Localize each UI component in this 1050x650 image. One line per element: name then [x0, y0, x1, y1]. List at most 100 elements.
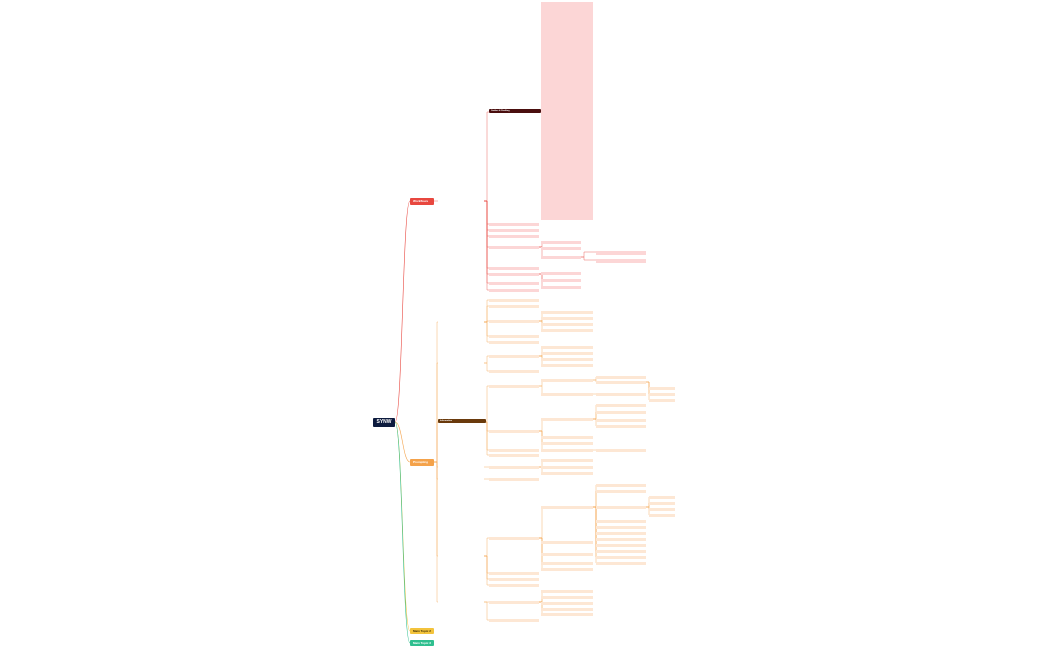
- prompting-level3-node[interactable]: [541, 358, 593, 361]
- prompting-level3-node[interactable]: [541, 472, 593, 475]
- prompting-level4-node[interactable]: [596, 484, 646, 487]
- workflow-child-node[interactable]: [489, 235, 539, 238]
- prompting-level2-node[interactable]: [489, 619, 539, 622]
- workflow-leaf-node[interactable]: [596, 259, 646, 263]
- prompting-child-node[interactable]: [438, 478, 484, 481]
- workflow-sub-bar[interactable]: Guides & Drafting: [489, 109, 541, 113]
- prompting-level4-node[interactable]: [596, 526, 646, 529]
- prompting-level2-node[interactable]: [489, 578, 539, 581]
- prompting-level2-node[interactable]: [489, 341, 539, 344]
- workflow-child-node[interactable]: [489, 267, 539, 270]
- workflow-grandchild-node[interactable]: [541, 256, 581, 259]
- prompting-child-node[interactable]: [438, 601, 484, 604]
- prompting-level2-node[interactable]: [489, 320, 539, 323]
- prompting-level3-node[interactable]: [541, 311, 593, 314]
- prompting-level3-node[interactable]: [541, 541, 593, 544]
- prompting-level2-node[interactable]: [489, 584, 539, 587]
- main-topic-3[interactable]: Main Topic 3: [410, 640, 434, 646]
- prompting-child-node[interactable]: [438, 466, 484, 469]
- workflow-leaf-node[interactable]: [596, 251, 646, 255]
- prompting-level4-node[interactable]: [596, 425, 646, 428]
- prompting-level4-node[interactable]: [596, 550, 646, 553]
- prompting-level2-node[interactable]: [489, 299, 539, 302]
- prompting-level3-node[interactable]: [541, 418, 593, 421]
- prompting-level4-node[interactable]: [596, 411, 646, 414]
- prompting-level3-node[interactable]: [541, 317, 593, 320]
- workflow-child-node[interactable]: [489, 223, 539, 226]
- prompting-level5-node[interactable]: [649, 514, 675, 517]
- workflow-child-node[interactable]: [489, 229, 539, 232]
- prompting-level2-node[interactable]: [489, 430, 539, 433]
- prompting-level3-node[interactable]: [541, 459, 593, 462]
- prompting-level4-node[interactable]: [596, 376, 646, 379]
- prompting-level5-node[interactable]: [649, 502, 675, 505]
- prompting-level4-node[interactable]: [596, 506, 646, 509]
- prompting-level2-node[interactable]: [489, 335, 539, 338]
- prompting-level2-node[interactable]: [489, 370, 539, 373]
- prompting-level4-node[interactable]: [596, 490, 646, 493]
- prompting-level5-node[interactable]: [649, 496, 675, 499]
- prompting-level3-node[interactable]: [541, 553, 593, 556]
- prompting-level4-node[interactable]: [596, 556, 646, 559]
- workflow-grandchild-node[interactable]: [541, 279, 581, 282]
- workflow-grandchild-node[interactable]: [541, 247, 581, 250]
- prompting-level3-node[interactable]: [541, 352, 593, 355]
- prompting-level4-node[interactable]: [596, 381, 646, 384]
- prompting-level2-node[interactable]: [489, 385, 539, 388]
- prompting-level3-node[interactable]: [541, 329, 593, 332]
- prompting-level5-node[interactable]: [649, 393, 675, 396]
- main-topic-2[interactable]: Main Topic 2: [410, 628, 434, 634]
- prompting-level2-node[interactable]: [489, 449, 539, 452]
- prompting-level2-node[interactable]: [489, 478, 539, 481]
- workflow-child-node[interactable]: [489, 282, 539, 285]
- workflow-node[interactable]: [438, 199, 484, 202]
- prompting-level3-node[interactable]: [541, 346, 593, 349]
- prompting-level3-node[interactable]: [541, 608, 593, 611]
- prompting-level5-node[interactable]: [649, 387, 675, 390]
- prompting-child-node[interactable]: [438, 321, 484, 324]
- main-topic-workflows[interactable]: Workflows: [410, 198, 434, 205]
- prompting-level4-node[interactable]: [596, 562, 646, 565]
- prompting-level2-node[interactable]: [489, 454, 539, 457]
- prompting-level3-node[interactable]: [541, 602, 593, 605]
- prompting-level2-node[interactable]: [489, 537, 539, 540]
- workflow-grandchild-node[interactable]: [541, 286, 581, 289]
- workflow-child-node[interactable]: [489, 289, 539, 292]
- workflow-grandchild-node[interactable]: [541, 272, 581, 275]
- prompting-child-node[interactable]: [438, 555, 484, 558]
- prompting-level5-node[interactable]: [649, 399, 675, 402]
- prompting-level4-node[interactable]: [596, 532, 646, 535]
- workflow-grandchild-node[interactable]: [541, 241, 581, 244]
- prompting-level4-node[interactable]: [596, 538, 646, 541]
- prompting-level4-node[interactable]: [596, 449, 646, 452]
- prompting-sub-bar[interactable]: Information: [438, 419, 486, 423]
- prompting-level3-node[interactable]: [541, 596, 593, 599]
- prompting-level5-node[interactable]: [649, 508, 675, 511]
- prompting-level4-node[interactable]: [596, 544, 646, 547]
- prompting-level2-node[interactable]: [489, 601, 539, 604]
- workflow-child-node[interactable]: [489, 273, 539, 276]
- prompting-level3-node[interactable]: [541, 436, 593, 439]
- prompting-level3-node[interactable]: [541, 590, 593, 593]
- prompting-level3-node[interactable]: [541, 393, 593, 396]
- prompting-level3-node[interactable]: [541, 379, 593, 382]
- prompting-level3-node[interactable]: [541, 449, 593, 452]
- prompting-level2-node[interactable]: [489, 572, 539, 575]
- prompting-level3-node[interactable]: [541, 613, 593, 616]
- prompting-level4-node[interactable]: [596, 419, 646, 422]
- prompting-level2-node[interactable]: [489, 305, 539, 308]
- main-topic-prompting[interactable]: Prompting: [410, 459, 434, 466]
- prompting-level4-node[interactable]: [596, 393, 646, 396]
- prompting-level4-node[interactable]: [596, 404, 646, 407]
- prompting-level3-node[interactable]: [541, 364, 593, 367]
- prompting-level2-node[interactable]: [489, 466, 539, 469]
- prompting-level3-node[interactable]: [541, 506, 593, 509]
- root-node[interactable]: SYNW: [373, 418, 395, 427]
- prompting-child-node[interactable]: [438, 362, 484, 365]
- prompting-level3-node[interactable]: [541, 323, 593, 326]
- workflow-child-node[interactable]: [489, 246, 539, 249]
- prompting-level3-node[interactable]: [541, 442, 593, 445]
- prompting-level4-node[interactable]: [596, 520, 646, 523]
- prompting-level2-node[interactable]: [489, 355, 539, 358]
